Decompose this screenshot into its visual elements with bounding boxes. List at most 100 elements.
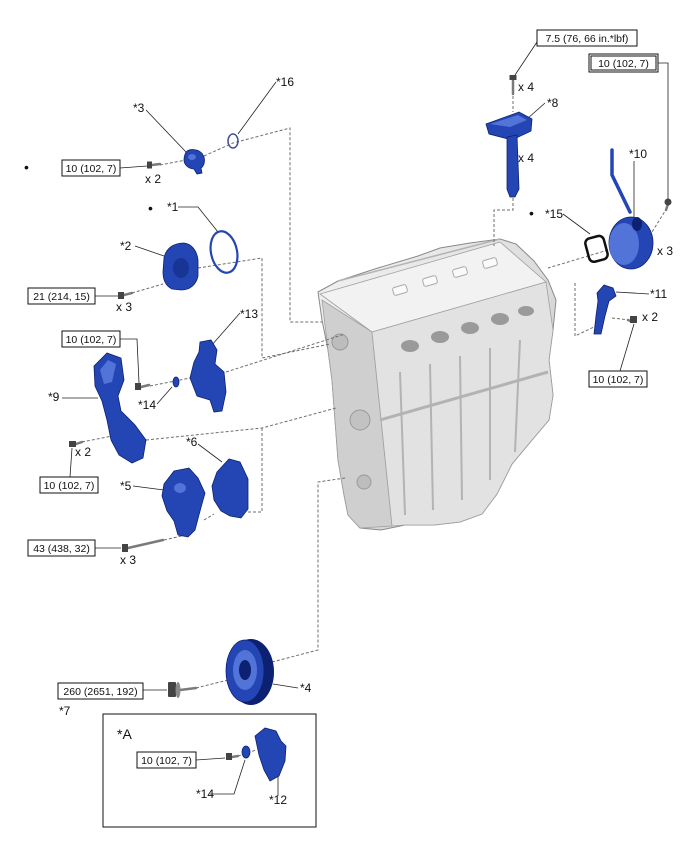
- markers: • • •: [24, 159, 534, 221]
- part-callout-1: *1: [167, 200, 179, 214]
- leader-line: [120, 338, 140, 384]
- part-2-detail: [173, 258, 189, 278]
- part-14-shape: [172, 376, 180, 388]
- leader-line: [132, 485, 165, 491]
- rib: [399, 371, 406, 516]
- cam-cap: [392, 284, 408, 296]
- part-callout-6: *6: [186, 435, 198, 449]
- quantity-label: x 2: [642, 310, 658, 324]
- part-callout-2: *2: [120, 239, 132, 253]
- cam-cap: [422, 275, 438, 287]
- leader-line: [615, 291, 650, 295]
- bolt: [122, 538, 165, 552]
- torque-spec-box: [57, 682, 144, 700]
- bolt-head: [135, 383, 141, 390]
- torque-spec-label: 43 (438, 32): [33, 543, 90, 555]
- bolt-washer: [175, 682, 181, 698]
- part-3-shape: [183, 149, 205, 175]
- bolt-head: [226, 753, 232, 760]
- quantity-label: x 4: [518, 80, 534, 94]
- bolt-head: [122, 544, 128, 552]
- leader-line: [658, 62, 669, 199]
- part-callout-13: *13: [240, 307, 258, 321]
- rib: [429, 363, 434, 511]
- leader-line: [210, 312, 241, 347]
- leader-line: [119, 165, 148, 169]
- part-callout-16: *16: [276, 75, 294, 89]
- part-callout-14: *14: [138, 398, 156, 412]
- bolt-shank: [230, 754, 240, 759]
- part-5-detail: [174, 483, 186, 493]
- bolt-shank: [150, 162, 162, 167]
- bolt-head: [147, 161, 152, 169]
- bolt-head: [168, 682, 176, 697]
- bolt: [147, 161, 162, 169]
- leader-line: [134, 245, 165, 257]
- bolt: [135, 383, 151, 390]
- boss: [349, 409, 371, 431]
- part-callout-8: *8: [547, 96, 559, 110]
- part-callout-5: *5: [120, 479, 132, 493]
- part-9-highlight: [100, 360, 116, 384]
- guide-line: [195, 679, 229, 689]
- torque-spec-label: 10 (102, 7): [66, 163, 117, 175]
- quantity-labels: x 4 x 4 x 2 x 3 x 3 x 2 x 2 x 3: [75, 80, 673, 567]
- part-8-tube: [506, 134, 520, 198]
- guide-line: [197, 257, 331, 359]
- inset-label: *A: [117, 726, 132, 742]
- part-callout-12: *12: [269, 793, 287, 807]
- quantity-label: x 3: [657, 244, 673, 258]
- port: [431, 331, 449, 343]
- rib: [459, 355, 463, 501]
- part-callout-4: *4: [300, 681, 312, 695]
- torque-spec-label: 7.5 (76, 66 in.*lbf): [546, 33, 629, 45]
- guide-line: [547, 249, 609, 269]
- leader-line: [156, 386, 173, 405]
- leader-lines: [62, 41, 669, 796]
- torque-spec-label: 10 (102, 7): [598, 58, 649, 70]
- torque-spec-label: 10 (102, 7): [141, 755, 192, 767]
- torque-spec-box: [61, 159, 121, 177]
- part-11-shape: [593, 284, 617, 335]
- quantity-label: x 3: [116, 300, 132, 314]
- part-3-highlight: [188, 154, 196, 160]
- non-reusable-marker: •: [24, 159, 29, 175]
- port: [461, 322, 479, 334]
- part-4-hub: [239, 660, 251, 680]
- leader-line: [619, 323, 635, 372]
- part-1-shape: [209, 230, 239, 274]
- port: [491, 313, 509, 325]
- leader-line: [514, 41, 538, 76]
- torque-spec-label: 10 (102, 7): [593, 374, 644, 386]
- part-13-shape: [189, 339, 227, 413]
- bolt: [509, 75, 517, 96]
- part-callout-11: *11: [650, 287, 667, 301]
- torque-spec-label: 10 (102, 7): [66, 334, 117, 346]
- torque-spec-label: 10 (102, 7): [44, 480, 95, 492]
- torque-spec-box: [61, 330, 121, 348]
- leader-line: [272, 683, 299, 689]
- leader-line: [178, 206, 219, 233]
- part-callout-7: *7: [59, 704, 71, 718]
- part-callout-9: *9: [48, 390, 60, 404]
- leader-line: [69, 447, 73, 478]
- bolt-shank: [74, 440, 84, 446]
- quantity-label: x 3: [120, 553, 136, 567]
- torque-spec-box: [27, 539, 96, 557]
- bolt: [226, 753, 240, 760]
- bolt-shank: [122, 291, 134, 297]
- boss: [356, 474, 372, 490]
- bolt-head: [509, 75, 517, 80]
- part-callout-3: *3: [133, 101, 145, 115]
- part-16-shape: [227, 133, 239, 149]
- guide-line: [225, 333, 346, 373]
- torque-spec-box: [27, 287, 96, 305]
- cam-cap: [452, 266, 468, 278]
- part-5-shape: [161, 467, 206, 538]
- part-10-face: [609, 223, 639, 265]
- inset-frame: [102, 713, 317, 828]
- guide-line: [81, 435, 113, 443]
- guide-line: [131, 283, 164, 294]
- part-12-shape: [254, 727, 287, 782]
- leader-line: [237, 81, 277, 135]
